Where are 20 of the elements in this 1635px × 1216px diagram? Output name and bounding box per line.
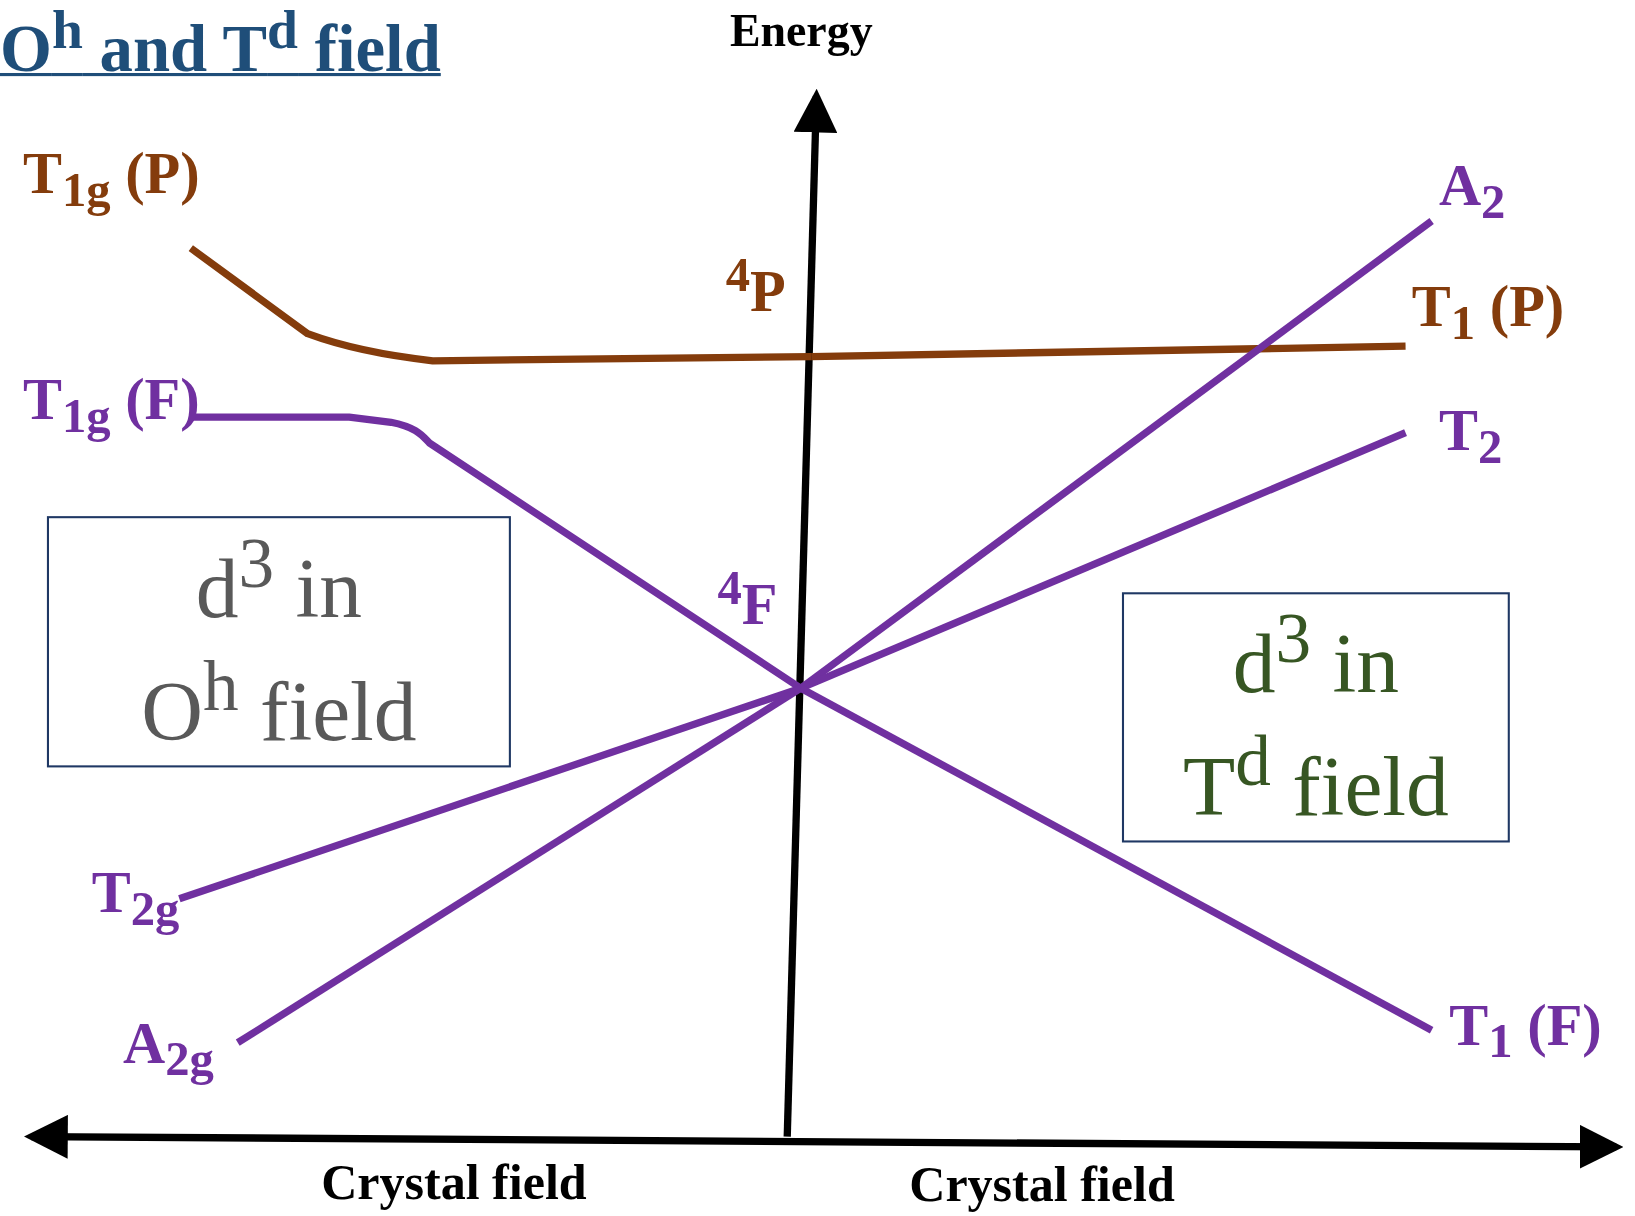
diagram-title: O$^{h}$ and T$^{d}$ field bbox=[0, 2, 441, 83]
term-label: A$_{2g}$ bbox=[123, 1013, 214, 1084]
axis-label: Energy bbox=[729, 8, 873, 55]
term-label: T$_{1}$ (P) bbox=[1411, 277, 1565, 348]
axis-label: Crystal field bbox=[321, 1157, 587, 1208]
term-label: T$_{2}$ bbox=[1438, 401, 1503, 472]
term-label: $^{4}$F bbox=[717, 563, 778, 634]
box-text: d$^{3}$ in T$^{d}$ field bbox=[1181, 597, 1450, 836]
term-label: T$_{1g}$ (F) bbox=[22, 370, 200, 440]
info-box bbox=[1121, 592, 1510, 843]
term-label: T$_{1g}$ (P) bbox=[22, 143, 200, 214]
term-label: A$_{2}$ bbox=[1438, 156, 1506, 227]
term-label: T$_{1}$ (F) bbox=[1449, 995, 1602, 1066]
axis-label: Crystal field bbox=[909, 1159, 1175, 1210]
term-label: $^{4}$P bbox=[725, 250, 786, 321]
energy-level-line bbox=[178, 684, 802, 903]
term-label: T$_{2g}$ bbox=[91, 863, 180, 934]
box-text: d$^{3}$ in O$^{h}$ field bbox=[140, 522, 418, 760]
energy-level-line bbox=[188, 245, 812, 365]
info-box bbox=[46, 516, 511, 768]
